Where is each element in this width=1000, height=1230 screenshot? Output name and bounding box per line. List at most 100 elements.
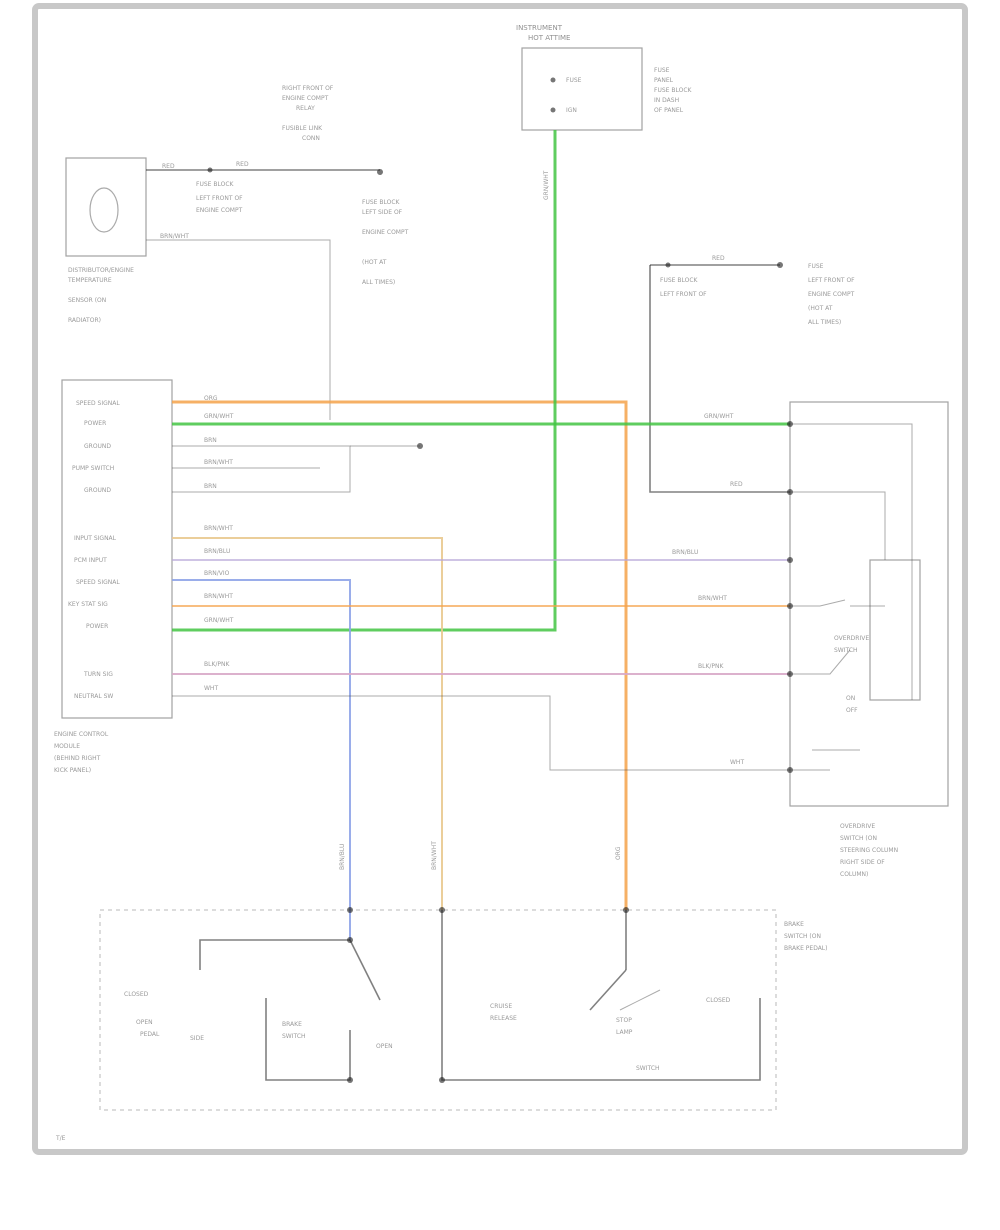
- svg-text:SWITCH: SWITCH: [636, 1065, 660, 1072]
- svg-text:FUSE: FUSE: [808, 263, 824, 270]
- svg-text:BRN: BRN: [204, 483, 217, 490]
- svg-text:CLOSED: CLOSED: [706, 997, 731, 1004]
- svg-text:ENGINE COMPT: ENGINE COMPT: [282, 95, 329, 102]
- svg-text:SWITCH: SWITCH: [834, 647, 858, 654]
- svg-text:WHT: WHT: [204, 685, 218, 692]
- sensor-icon: [89, 187, 119, 233]
- svg-text:RIGHT SIDE OF: RIGHT SIDE OF: [840, 859, 885, 866]
- svg-text:BRN/VIO: BRN/VIO: [204, 570, 230, 577]
- svg-text:FUSE BLOCK: FUSE BLOCK: [654, 87, 693, 94]
- svg-text:RED: RED: [730, 481, 743, 488]
- diagram-code: T/E: [55, 1135, 66, 1142]
- svg-text:CLOSED: CLOSED: [124, 991, 149, 998]
- svg-text:OFF: OFF: [846, 707, 858, 714]
- sensor-box: [65, 157, 147, 257]
- orange-wire: [172, 400, 628, 910]
- brake-switch-box: [99, 909, 777, 1111]
- module-pin-8: SPEED SIGNAL: [76, 579, 120, 586]
- svg-text:OF PANEL: OF PANEL: [654, 107, 684, 114]
- svg-text:LAMP: LAMP: [616, 1029, 633, 1036]
- svg-text:BRN/WHT: BRN/WHT: [204, 593, 233, 600]
- svg-text:RADIATOR): RADIATOR): [68, 317, 101, 324]
- svg-text:GRN/WHT: GRN/WHT: [204, 617, 234, 624]
- svg-text:CONN: CONN: [302, 135, 320, 142]
- tan-wire: [172, 537, 443, 910]
- svg-text:SWITCH (ON: SWITCH (ON: [840, 835, 877, 842]
- svg-text:BRN/BLU: BRN/BLU: [204, 548, 230, 555]
- module-pin-6: INPUT SIGNAL: [74, 535, 117, 542]
- fuse-block-subtitle: HOT ATTIME: [528, 34, 570, 42]
- module-pin-7: PCM INPUT: [74, 557, 107, 564]
- module-pin-9: KEY STAT SIG: [68, 601, 108, 608]
- svg-text:ENGINE COMPT: ENGINE COMPT: [196, 207, 243, 214]
- center-fuse-note: FUSE BLOCK LEFT SIDE OF ENGINE COMPT (HO…: [362, 199, 409, 286]
- engine-control-module: SPEED SIGNAL POWER GROUND PUMP SWITCH GR…: [54, 379, 173, 774]
- module-pin-10: POWER: [86, 623, 108, 630]
- svg-text:OVERDRIVE: OVERDRIVE: [840, 823, 875, 830]
- module-pin-1: SPEED SIGNAL: [76, 400, 120, 407]
- svg-text:SWITCH (ON: SWITCH (ON: [784, 933, 821, 940]
- svg-text:BRN/WHT: BRN/WHT: [698, 595, 727, 602]
- module-pin-4: PUMP SWITCH: [72, 465, 114, 472]
- svg-text:LEFT SIDE OF: LEFT SIDE OF: [362, 209, 403, 216]
- svg-text:BLK/PNK: BLK/PNK: [204, 661, 231, 668]
- svg-text:BRAKE: BRAKE: [784, 921, 804, 928]
- svg-text:DISTRIBUTOR/ENGINE: DISTRIBUTOR/ENGINE: [68, 267, 134, 274]
- svg-text:LEFT FRONT OF: LEFT FRONT OF: [196, 195, 243, 202]
- svg-text:COLUMN): COLUMN): [840, 871, 868, 878]
- overdrive-switch: GRN/WHT RED BRN/BLU BRN/WHT BLK/PNK WHT …: [672, 401, 949, 878]
- svg-text:BLK/PNK: BLK/PNK: [698, 663, 725, 670]
- fuse-block-title: INSTRUMENT: [516, 24, 563, 32]
- svg-text:KICK PANEL): KICK PANEL): [54, 767, 91, 774]
- svg-text:RELEASE: RELEASE: [490, 1015, 517, 1022]
- fuse-terminal-1: FUSE: [566, 77, 582, 84]
- svg-text:ON: ON: [846, 695, 855, 702]
- diagram-frame: [32, 3, 968, 1155]
- instrument-fuse-block: INSTRUMENT HOT ATTIME FUSE IGN FUSE PANE…: [516, 24, 693, 131]
- svg-text:LEFT FRONT OF: LEFT FRONT OF: [808, 277, 855, 284]
- svg-text:IN DASH: IN DASH: [654, 97, 679, 104]
- svg-text:WHT: WHT: [730, 759, 744, 766]
- svg-text:FUSE BLOCK: FUSE BLOCK: [660, 277, 699, 284]
- svg-text:BRN: BRN: [204, 437, 217, 444]
- svg-text:BRAKE: BRAKE: [282, 1021, 302, 1028]
- svg-text:BRAKE PEDAL): BRAKE PEDAL): [784, 945, 828, 952]
- svg-text:MODULE: MODULE: [54, 743, 80, 750]
- svg-text:FUSE BLOCK: FUSE BLOCK: [362, 199, 401, 206]
- svg-text:ENGINE COMPT: ENGINE COMPT: [362, 229, 409, 236]
- engine-relay-note: RIGHT FRONT OF ENGINE COMPT RELAY FUSIBL…: [282, 85, 334, 142]
- svg-text:ORG: ORG: [615, 846, 622, 860]
- svg-text:TEMPERATURE: TEMPERATURE: [67, 277, 112, 284]
- svg-text:BRN/WHT: BRN/WHT: [204, 459, 233, 466]
- module-pin-13: NEUTRAL SW: [74, 693, 113, 700]
- svg-text:RED: RED: [712, 255, 725, 262]
- svg-text:ENGINE CONTROL: ENGINE CONTROL: [54, 731, 109, 738]
- brake-switch: CLOSED OPEN PEDAL SIDE BRAKE SWITCH CRUI…: [99, 907, 828, 1111]
- svg-text:STEERING COLUMN: STEERING COLUMN: [840, 847, 898, 854]
- colored-wires: [172, 130, 790, 940]
- svg-text:PEDAL: PEDAL: [140, 1031, 160, 1038]
- svg-text:SIDE: SIDE: [190, 1035, 204, 1042]
- svg-text:RED: RED: [162, 163, 175, 170]
- svg-text:PANEL: PANEL: [654, 77, 674, 84]
- svg-text:OVERDRIVE: OVERDRIVE: [834, 635, 869, 642]
- svg-text:ORG: ORG: [204, 395, 218, 402]
- svg-text:FUSE BLOCK: FUSE BLOCK: [196, 181, 235, 188]
- module-wire-labels: ORG GRN/WHT BRN BRN/WHT BRN BRN/WHT BRN/…: [204, 395, 234, 692]
- module-pin-3: GROUND: [84, 443, 111, 450]
- svg-text:BRN/WHT: BRN/WHT: [431, 841, 438, 870]
- svg-text:GRN/WHT: GRN/WHT: [204, 413, 234, 420]
- module-pin-2: POWER: [84, 420, 106, 427]
- svg-text:ALL TIMES): ALL TIMES): [808, 319, 841, 326]
- svg-text:RED: RED: [236, 161, 249, 168]
- svg-text:(HOT AT: (HOT AT: [362, 259, 387, 266]
- svg-text:STOP: STOP: [616, 1017, 632, 1024]
- svg-text:BRN/WHT: BRN/WHT: [160, 233, 189, 240]
- svg-text:OPEN: OPEN: [136, 1019, 153, 1026]
- module-pin-5: GROUND: [84, 487, 111, 494]
- svg-text:GRN/WHT: GRN/WHT: [704, 413, 734, 420]
- svg-text:BRN/BLU: BRN/BLU: [672, 549, 698, 556]
- svg-text:FUSE: FUSE: [654, 67, 670, 74]
- svg-text:GRN/WHT: GRN/WHT: [543, 170, 550, 200]
